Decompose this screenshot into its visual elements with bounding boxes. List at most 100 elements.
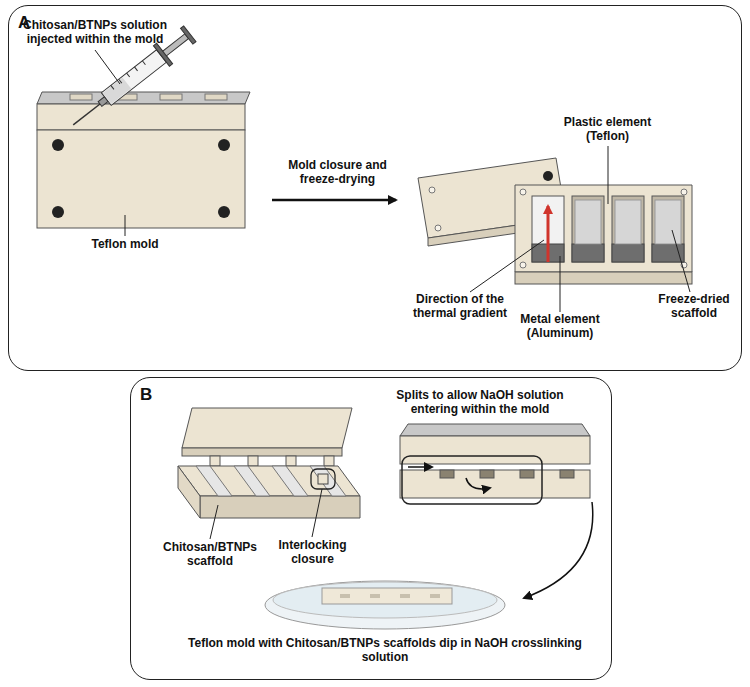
syringe bbox=[73, 104, 100, 125]
mold-base-open bbox=[196, 466, 232, 496]
mold-closed bbox=[480, 470, 494, 478]
mold-closed bbox=[560, 470, 574, 478]
teflon-mold-closed bbox=[205, 94, 227, 100]
flow-arrow bbox=[408, 466, 432, 468]
callout-label: Plastic element (Teflon) bbox=[555, 115, 660, 143]
callout-label: Interlocking closure bbox=[265, 538, 360, 566]
callout-label: Teflon mold bbox=[75, 237, 175, 251]
mold-closed bbox=[400, 436, 590, 464]
syringe bbox=[111, 85, 114, 89]
leader-line bbox=[125, 215, 126, 236]
mold-lid-open bbox=[182, 408, 352, 448]
mold-lid-open bbox=[210, 456, 220, 466]
leader-line bbox=[312, 489, 322, 537]
teflon-mold-closed bbox=[52, 139, 64, 151]
leader-line bbox=[95, 50, 120, 84]
mold-closed bbox=[400, 424, 590, 504]
thermal-gradient-arrow bbox=[547, 206, 550, 262]
mold-lid bbox=[429, 187, 435, 193]
syringe bbox=[163, 34, 189, 56]
mold-base bbox=[515, 272, 692, 284]
mold-closed bbox=[400, 470, 590, 498]
callout-label: Chitosan/BTNPs solution injected within … bbox=[15, 18, 175, 46]
mold-lid bbox=[543, 171, 553, 181]
mold-lid bbox=[435, 225, 441, 231]
mold-base bbox=[612, 196, 644, 262]
mold-base bbox=[575, 200, 601, 244]
process-arrow bbox=[272, 199, 396, 202]
mold-base bbox=[572, 244, 604, 262]
teflon-mold-closed bbox=[218, 139, 230, 151]
mold-base bbox=[615, 200, 641, 244]
callout-label: Direction of the thermal gradient bbox=[400, 292, 520, 320]
mold-base bbox=[520, 189, 526, 195]
naoh-dish bbox=[265, 581, 505, 629]
mold-base bbox=[652, 244, 684, 262]
mold-lid-open bbox=[248, 456, 258, 466]
mold-base-open bbox=[234, 466, 270, 496]
flow-arrow bbox=[466, 478, 490, 489]
mold-base-open bbox=[311, 469, 335, 489]
mold-lid-open bbox=[324, 456, 334, 466]
teflon-mold-closed bbox=[52, 206, 64, 218]
callout-label: Mold closure and freeze-drying bbox=[275, 158, 400, 186]
callout-label: Freeze-dried scaffold bbox=[652, 292, 736, 320]
syringe bbox=[127, 73, 130, 77]
mold-lid-open bbox=[182, 448, 342, 456]
naoh-dish bbox=[400, 594, 410, 598]
teflon-mold-closed bbox=[37, 130, 245, 228]
mold-base bbox=[612, 244, 644, 262]
mold-base bbox=[515, 185, 692, 272]
process-arrow bbox=[524, 502, 593, 598]
mold-base bbox=[520, 262, 526, 268]
mold-base bbox=[652, 196, 684, 262]
teflon-mold-closed bbox=[70, 94, 92, 100]
mold-base-open bbox=[310, 466, 346, 496]
mold-base bbox=[572, 196, 604, 262]
mold-base-open bbox=[272, 466, 308, 496]
naoh-dish bbox=[430, 594, 440, 598]
mold-base-open bbox=[200, 496, 360, 518]
naoh-dish bbox=[273, 582, 497, 618]
mold-base bbox=[681, 189, 687, 195]
leader-line bbox=[95, 50, 125, 236]
teflon-mold-closed bbox=[218, 206, 230, 218]
teflon-mold-closed bbox=[160, 94, 182, 100]
leader-line bbox=[470, 146, 690, 312]
syringe bbox=[134, 67, 137, 71]
mold-base bbox=[655, 200, 681, 244]
teflon-mold-closed bbox=[37, 92, 250, 228]
leader-line bbox=[210, 505, 218, 539]
callout-label: Chitosan/BTNPs scaffold bbox=[155, 540, 265, 568]
mold-base-open bbox=[178, 466, 200, 518]
syringe bbox=[103, 78, 131, 104]
syringe bbox=[142, 61, 145, 65]
naoh-dish bbox=[322, 588, 452, 604]
mold-lid-open bbox=[182, 408, 352, 466]
syringe bbox=[181, 26, 196, 44]
mold-closed bbox=[520, 470, 534, 478]
mold-closed bbox=[440, 470, 454, 478]
mold-base bbox=[532, 196, 564, 262]
syringe bbox=[101, 50, 166, 106]
naoh-dish bbox=[340, 594, 350, 598]
mold-lid-open bbox=[286, 456, 296, 466]
mold-base-open bbox=[178, 466, 360, 518]
mold-closed bbox=[402, 456, 542, 504]
leader-line bbox=[210, 489, 322, 539]
callout-label: Splits to allow NaOH solution entering w… bbox=[385, 388, 575, 416]
mold-base-open bbox=[178, 466, 360, 496]
naoh-dish bbox=[370, 594, 380, 598]
leader-line bbox=[470, 240, 544, 292]
callout-label: Teflon mold with Chitosan/BTNPs scaffold… bbox=[185, 636, 585, 664]
teflon-mold-closed bbox=[37, 104, 245, 130]
naoh-dish bbox=[265, 581, 505, 629]
mold-base bbox=[515, 185, 692, 284]
callout-label: Metal element (Aluminum) bbox=[510, 312, 610, 340]
leader-line bbox=[560, 256, 561, 312]
mold-base-open bbox=[318, 474, 328, 484]
leader-line bbox=[608, 146, 609, 204]
teflon-mold-closed bbox=[37, 92, 250, 104]
